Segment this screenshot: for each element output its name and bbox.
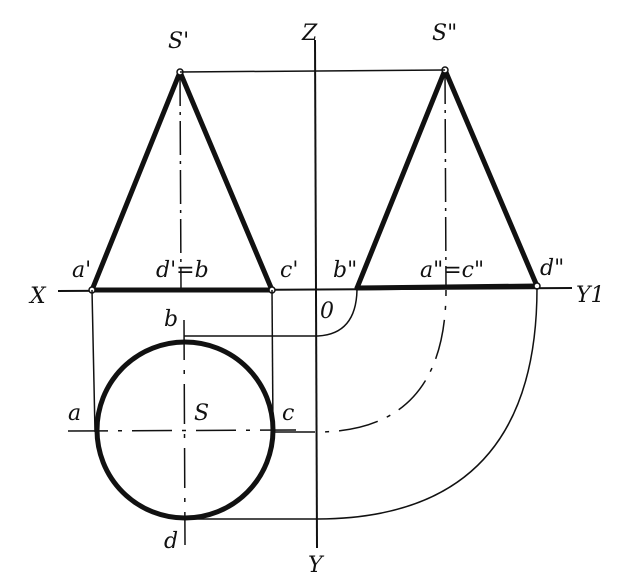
top-horizontal-centerline	[67, 429, 297, 432]
label-d-top: d	[164, 529, 178, 554]
label-origin: 0	[320, 299, 334, 324]
front-right-edge	[177, 69, 275, 293]
label-b-top: b	[164, 307, 178, 332]
proj-c-line	[271, 289, 274, 431]
side-base-line	[354, 283, 540, 291]
apex-link-line	[179, 69, 446, 73]
top-vertical-centerline	[183, 319, 186, 546]
side-right-edge	[442, 67, 540, 289]
front-axis-centerline	[179, 71, 182, 291]
side-axis-centerline	[444, 69, 447, 288]
label-d-front-b: d'=b	[156, 258, 209, 283]
label-y1-axis: Y1	[576, 283, 605, 308]
transfer-d-path	[185, 287, 538, 520]
label-a-side-c: a"=c"	[420, 258, 484, 283]
top-view	[67, 319, 297, 546]
label-d-side: d"	[540, 256, 564, 281]
label-c-top: c	[282, 401, 294, 426]
side-view	[354, 66, 541, 291]
label-s-top: S	[194, 401, 209, 426]
label-a-front: a'	[72, 258, 91, 283]
label-x-axis: X	[28, 284, 47, 309]
transfer-ac-arc	[275, 289, 447, 433]
front-view	[88, 68, 276, 294]
label-y-axis: Y	[308, 553, 325, 575]
label-s-side: S"	[432, 21, 457, 46]
label-c-front: c'	[280, 258, 298, 283]
label-s-front: S'	[168, 29, 189, 54]
label-z-axis: Z	[301, 21, 318, 46]
z-axis-line	[314, 39, 318, 549]
proj-a-line	[91, 289, 96, 433]
front-left-edge	[89, 69, 183, 293]
label-a-top: a	[68, 401, 81, 426]
side-left-edge	[354, 67, 448, 291]
transfer-b-path	[184, 289, 358, 337]
label-b-side: b"	[333, 258, 357, 283]
